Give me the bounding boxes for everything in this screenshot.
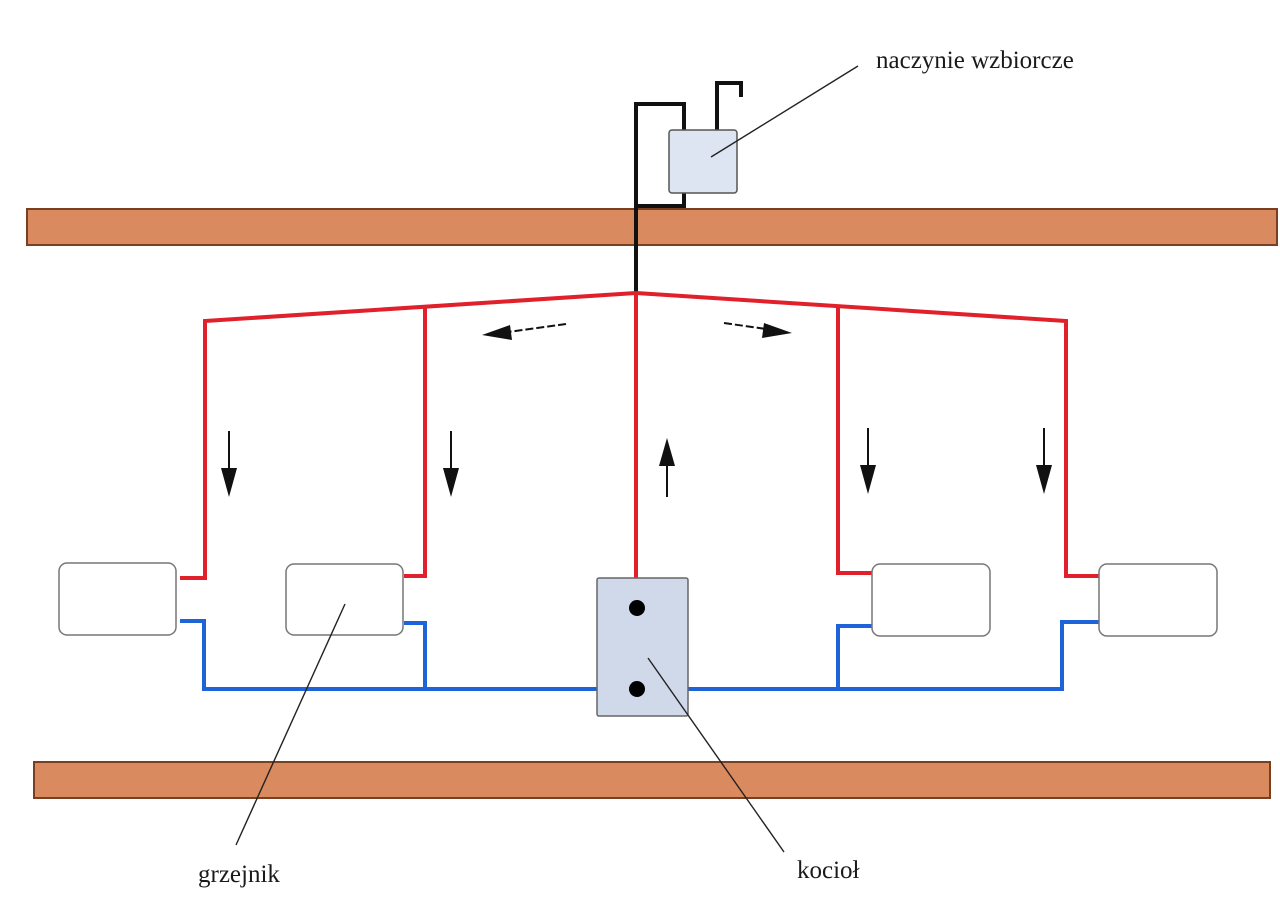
expansion-tank <box>668 129 738 194</box>
expansion-return-pipe <box>636 192 686 208</box>
expansion-pipe <box>634 102 686 293</box>
flow-arrow-down-2 <box>443 431 459 497</box>
label-expansion-tank: naczynie wzbiorcze <box>876 47 1074 74</box>
flow-arrow-up <box>659 438 675 497</box>
supply-main-right <box>635 291 1100 578</box>
boiler-return-connection <box>629 681 645 697</box>
radiator-3 <box>871 563 991 637</box>
return-branch-right <box>836 624 873 689</box>
floor-beam <box>33 761 1271 799</box>
return-branch-left <box>404 621 427 689</box>
leader-expansion-tank <box>710 65 859 158</box>
expansion-vent-pipe <box>715 81 743 130</box>
ceiling-beam <box>26 208 1278 246</box>
flow-arrow-down-1 <box>221 431 237 497</box>
radiator-2 <box>285 563 404 636</box>
supply-branch-right <box>836 306 873 575</box>
leader-radiator <box>235 603 346 846</box>
leader-boiler <box>647 657 785 853</box>
label-radiator: grzejnik <box>198 861 280 888</box>
radiator-4 <box>1098 563 1218 637</box>
supply-main-left <box>180 291 637 580</box>
boiler-supply-connection <box>629 600 645 616</box>
label-boiler: kocioł <box>797 857 860 884</box>
flow-arrow-down-3 <box>860 428 876 494</box>
flow-arrow-right <box>723 322 792 338</box>
flow-arrow-down-4 <box>1036 428 1052 494</box>
flow-arrow-left <box>482 323 567 340</box>
radiator-1 <box>58 562 177 636</box>
supply-branch-left <box>404 307 427 578</box>
